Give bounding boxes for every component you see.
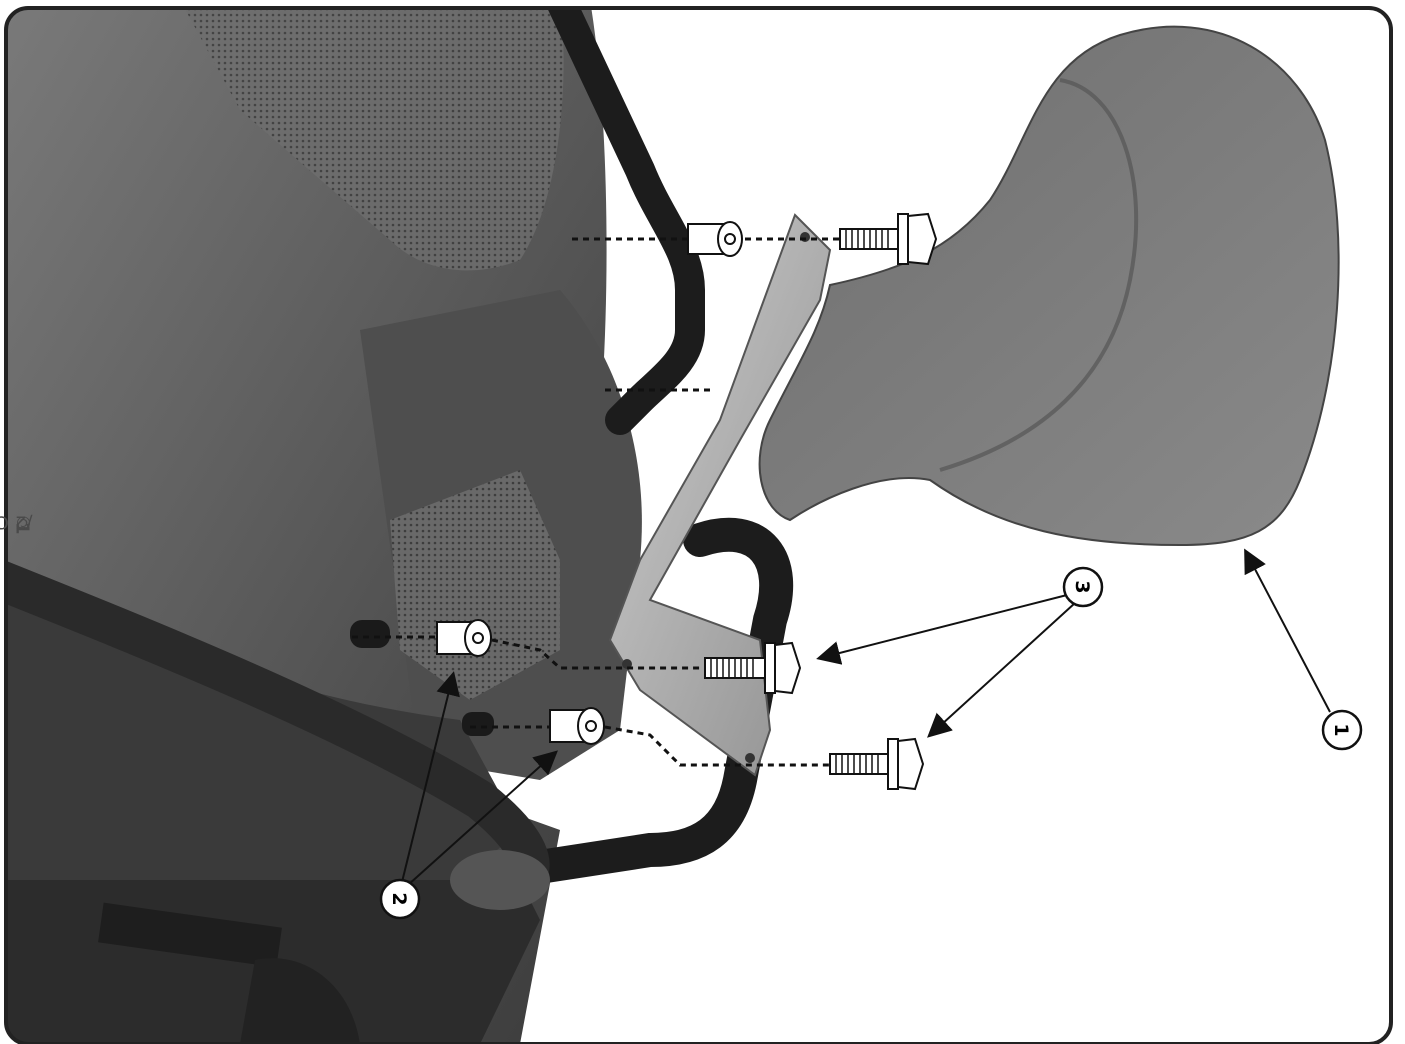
page-total: /2 bbox=[15, 512, 33, 533]
spacer-middle bbox=[437, 620, 491, 656]
callout-3-number: 3 bbox=[1071, 580, 1093, 593]
wheel-hub bbox=[450, 850, 550, 910]
mount-slot-lower bbox=[462, 712, 494, 736]
callout-1-number: 1 bbox=[1330, 723, 1352, 736]
callout-2: 2 bbox=[381, 880, 419, 918]
spacer-top bbox=[688, 222, 742, 256]
callout-3: 3 bbox=[1064, 568, 1102, 606]
spacer-lower bbox=[550, 708, 604, 744]
copyright-notice: © Copyright 11102007MV-Rev00, 1/2 bbox=[22, 522, 32, 532]
callout-2-number: 2 bbox=[388, 892, 410, 905]
mount-slot-upper bbox=[350, 620, 390, 648]
callout-1: 1 bbox=[1323, 711, 1361, 749]
